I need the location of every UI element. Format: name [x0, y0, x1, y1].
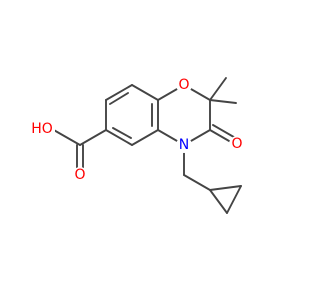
bond-benzene-4	[131, 129, 159, 146]
bond-methylene-cyclopropyl	[183, 174, 211, 191]
bond-benzene-3	[105, 129, 133, 146]
ring-oxygen-label: O	[178, 77, 189, 93]
carbonyl-oxygen-label: O	[231, 136, 242, 152]
bond-methyl-1	[209, 77, 227, 101]
acid-carbonyl-oxygen-atom: O	[72, 167, 88, 183]
bond-cyclopropyl-1	[209, 189, 228, 214]
hydroxyl-label: HO	[31, 121, 53, 137]
bond-benzene-1-inner	[109, 92, 129, 105]
bond-layer	[51, 77, 242, 214]
bond-aryl-acid-carbon	[79, 129, 107, 146]
bond-benzene-1	[105, 84, 133, 101]
bond-cyclopropyl-3	[209, 185, 242, 191]
bond-benzene-6	[131, 84, 159, 101]
molecule-structure-diagram: O N O HO O	[31, 77, 245, 214]
bond-acid-carbon-hydroxyl	[51, 128, 81, 146]
ring-oxygen-atom: O	[176, 77, 192, 93]
atom-label-layer: O N O HO O	[31, 77, 245, 183]
bond-methyl-2	[209, 99, 237, 104]
ring-nitrogen-atom: N	[176, 137, 192, 153]
carbonyl-oxygen-atom: O	[229, 136, 245, 152]
hydroxyl-atom: HO	[31, 121, 55, 138]
bond-cyclopropyl-2	[226, 185, 242, 214]
bond-benzene-3-inner	[112, 127, 132, 139]
ring-nitrogen-label: N	[179, 137, 189, 153]
acid-carbonyl-oxygen-label: O	[74, 167, 85, 183]
